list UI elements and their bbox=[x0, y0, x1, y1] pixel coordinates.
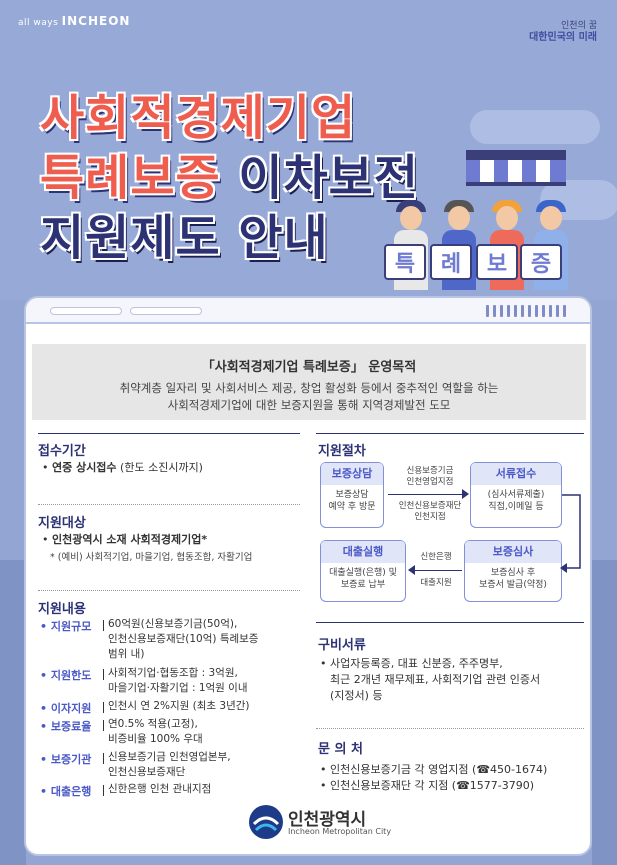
title-line2: 특례보증 이차보전 bbox=[40, 150, 419, 206]
divider bbox=[38, 504, 300, 505]
purpose-heading: 「사회적경제기업 특례보증」 운영목적 bbox=[201, 360, 417, 375]
store-awning-icon bbox=[466, 150, 566, 186]
arrow-left bbox=[414, 570, 462, 571]
arrow-right bbox=[388, 494, 464, 495]
value-interest: 인천시 연 2%지원 (최초 3년간) bbox=[108, 700, 250, 712]
watermark-sub: 대한민국 국민 모두의 신문 bbox=[468, 805, 546, 813]
watermark: 국민신보 bbox=[452, 818, 552, 848]
purpose-body-2: 사회적경제기업에 대한 보증지원을 통해 지역경제발전 도모 bbox=[167, 398, 451, 412]
step-documents: 서류접수 (심사서류제출)직접,이메일 등 bbox=[470, 462, 562, 528]
arrow2-bottom-label: 대출지원 bbox=[420, 578, 452, 588]
target-item: • 인천광역시 소재 사회적경제기업* bbox=[42, 533, 208, 546]
city-name-en: Incheon Metropolitan City bbox=[288, 827, 392, 836]
label-institution: • 보증기관 bbox=[40, 753, 92, 766]
incheon-logo-icon bbox=[249, 805, 283, 839]
sign-char-2: 례 bbox=[430, 244, 472, 280]
building-right bbox=[592, 560, 617, 865]
label-bank: • 대출은행 bbox=[40, 785, 92, 798]
arrow2-top-label: 신한은행 bbox=[420, 552, 452, 562]
divider bbox=[316, 433, 584, 434]
divider bbox=[103, 785, 104, 796]
value-institution: 신용보증기금 인천영업본부,인천신용보증재단 bbox=[108, 751, 231, 778]
contact-line2: • 인천신용보증재단 각 지점 (☎1577-3790) bbox=[320, 779, 535, 792]
divider bbox=[103, 753, 104, 764]
target-note: * (예비) 사회적기업, 마을기업, 협동조합, 자활기업 bbox=[50, 552, 253, 563]
label-fee: • 보증료율 bbox=[40, 720, 92, 733]
target-title: 지원대상 bbox=[38, 516, 86, 531]
divider bbox=[38, 433, 300, 434]
documents-title: 구비서류 bbox=[318, 638, 366, 653]
label-limit: • 지원한도 bbox=[40, 669, 92, 682]
sign-char-3: 보 bbox=[476, 244, 518, 280]
pill-icon bbox=[130, 307, 202, 315]
city-name: 인천광역시 bbox=[288, 810, 367, 830]
reception-title: 접수기간 bbox=[38, 444, 86, 459]
pill-icon bbox=[50, 307, 122, 315]
divider bbox=[38, 590, 300, 591]
purpose-body-1: 취약계층 일자리 및 사회서비스 제공, 창업 활성화 등에서 중추적인 역할을… bbox=[119, 381, 499, 395]
reception-item: • 연중 상시접수 (한도 소진시까지) bbox=[42, 461, 203, 474]
title-line1: 사회적경제기업 bbox=[40, 90, 357, 146]
title-line3: 지원제도 안내 bbox=[40, 210, 329, 266]
contact-line1: • 인천신용보증기금 각 영업지점 (☎450-1674) bbox=[320, 763, 548, 776]
bars-icon bbox=[486, 305, 566, 317]
divider bbox=[316, 622, 584, 623]
content-title: 지원내용 bbox=[38, 602, 86, 617]
card-header bbox=[26, 298, 590, 324]
arrow-right-icon bbox=[462, 489, 469, 499]
purpose-box: 「사회적경제기업 특례보증」 운영목적 취약계층 일자리 및 사회서비스 제공,… bbox=[32, 344, 586, 420]
arrow-down-icon bbox=[560, 494, 581, 573]
sign-char-4: 증 bbox=[520, 244, 562, 280]
contact-title: 문 의 처 bbox=[318, 742, 363, 757]
label-scale: • 지원규모 bbox=[40, 620, 92, 633]
building-left bbox=[0, 560, 26, 865]
value-fee: 연0.5% 적용(고정),비증비율 100% 우대 bbox=[108, 718, 203, 745]
dream-slogan: 인천의 꿈 대한민국의 미래 bbox=[529, 21, 597, 43]
procedure-title: 지원절차 bbox=[318, 444, 366, 459]
documents-line3: (지정서) 등 bbox=[330, 689, 383, 702]
value-bank: 신한은행 인천 관내지점 bbox=[108, 783, 212, 795]
divider bbox=[103, 720, 104, 731]
divider bbox=[103, 669, 104, 680]
divider bbox=[103, 620, 104, 631]
divider bbox=[103, 702, 104, 713]
value-limit: 사회적기업·협동조합 : 3억원,마을기업·자활기업 : 1억원 이내 bbox=[108, 667, 248, 694]
arrow-left-icon bbox=[408, 565, 415, 575]
cloud bbox=[470, 110, 600, 144]
incheon-brand: all ways INCHEON bbox=[18, 14, 131, 28]
divider bbox=[316, 728, 584, 729]
sign-char-1: 특 bbox=[384, 244, 426, 280]
documents-line2: 최근 2개년 재무제표, 사회적기업 관련 인증서 bbox=[330, 673, 541, 686]
documents-line1: • 사업자등록증, 대표 신분증, 주주명부, bbox=[320, 657, 503, 670]
label-interest: • 이자지원 bbox=[40, 702, 92, 715]
